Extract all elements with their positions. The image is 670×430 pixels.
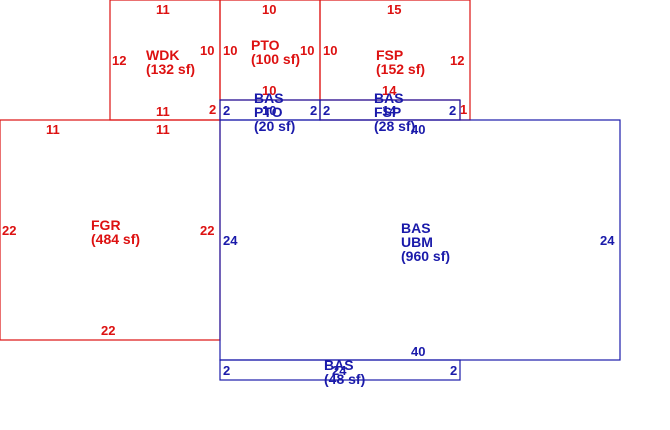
fsp-dim-right-small: 1 xyxy=(460,102,467,117)
fgr-dim-bottom: 22 xyxy=(101,323,115,338)
bas-pto-line2-label: PTO xyxy=(254,104,283,120)
bas-pto-dim-left: 2 xyxy=(223,103,230,118)
wdk-dim-right-small: 2 xyxy=(209,102,216,117)
fgr-dim-top-right: 11 xyxy=(156,122,170,137)
pto-dim-left: 10 xyxy=(223,43,237,58)
fgr-code-label: FGR xyxy=(91,217,121,233)
bas-bottom-line1-label: BAS xyxy=(324,357,354,373)
fsp-dim-bottom: 14 xyxy=(382,83,397,98)
bas-fsp-dim-right: 2 xyxy=(449,103,456,118)
wdk-dim-right: 10 xyxy=(200,43,214,58)
bas-pto-dim-right: 2 xyxy=(310,103,317,118)
bas-fsp-dim-top: 14 xyxy=(382,103,397,118)
pto-dim-top: 10 xyxy=(262,2,276,17)
pto-code-label: PTO xyxy=(251,37,280,53)
bas-fsp-line2-label: FSP xyxy=(374,104,401,120)
fgr-dim-top: 11 xyxy=(46,122,60,137)
bas-bottom-dim-top: 24 xyxy=(332,363,347,378)
fsp-dim-left: 10 xyxy=(323,43,337,58)
wdk-dim-left: 12 xyxy=(112,53,126,68)
wdk-dim-top: 11 xyxy=(156,2,170,17)
bas-bottom-area-outline xyxy=(219,359,461,381)
bas-ubm-line2-label: UBM xyxy=(401,234,433,250)
bas-ubm-dim-bottom: 40 xyxy=(411,344,425,359)
bas-pto-dim-top: 10 xyxy=(262,103,276,118)
fsp-size-label: (152 sf) xyxy=(376,61,425,77)
bas-ubm-dim-top: 40 xyxy=(411,122,425,137)
bas-fsp-dim-left: 2 xyxy=(323,103,330,118)
fsp-code-label: FSP xyxy=(376,47,403,63)
bas-fsp-size-label: (28 sf) xyxy=(374,118,415,134)
wdk-dim-bottom: 11 xyxy=(156,104,170,119)
bas-bottom-size-label: (48 sf) xyxy=(324,371,365,387)
fgr-dim-left: 22 xyxy=(2,223,16,238)
bas-ubm-dim-left: 24 xyxy=(223,233,238,248)
fsp-dim-top: 15 xyxy=(387,2,401,17)
bas-bottom-dim-left: 2 xyxy=(223,363,230,378)
bas-bottom-dim-right: 2 xyxy=(450,363,457,378)
wdk-code-label: WDK xyxy=(146,47,179,63)
pto-size-label: (100 sf) xyxy=(251,51,300,67)
fgr-dim-right: 22 xyxy=(200,223,214,238)
bas-fsp-line1-label: BAS xyxy=(374,90,404,106)
bas-ubm-dim-right: 24 xyxy=(600,233,615,248)
bas-ubm-size-label: (960 sf) xyxy=(401,248,450,264)
bas-pto-size-label: (20 sf) xyxy=(254,118,295,134)
fsp-dim-right: 12 xyxy=(450,53,464,68)
fgr-size-label: (484 sf) xyxy=(91,231,140,247)
pto-dim-right: 10 xyxy=(300,43,314,58)
bas-pto-line1-label: BAS xyxy=(254,90,284,106)
bas-ubm-line1-label: BAS xyxy=(401,220,431,236)
pto-dim-bottom: 10 xyxy=(262,83,276,98)
wdk-size-label: (132 sf) xyxy=(146,61,195,77)
